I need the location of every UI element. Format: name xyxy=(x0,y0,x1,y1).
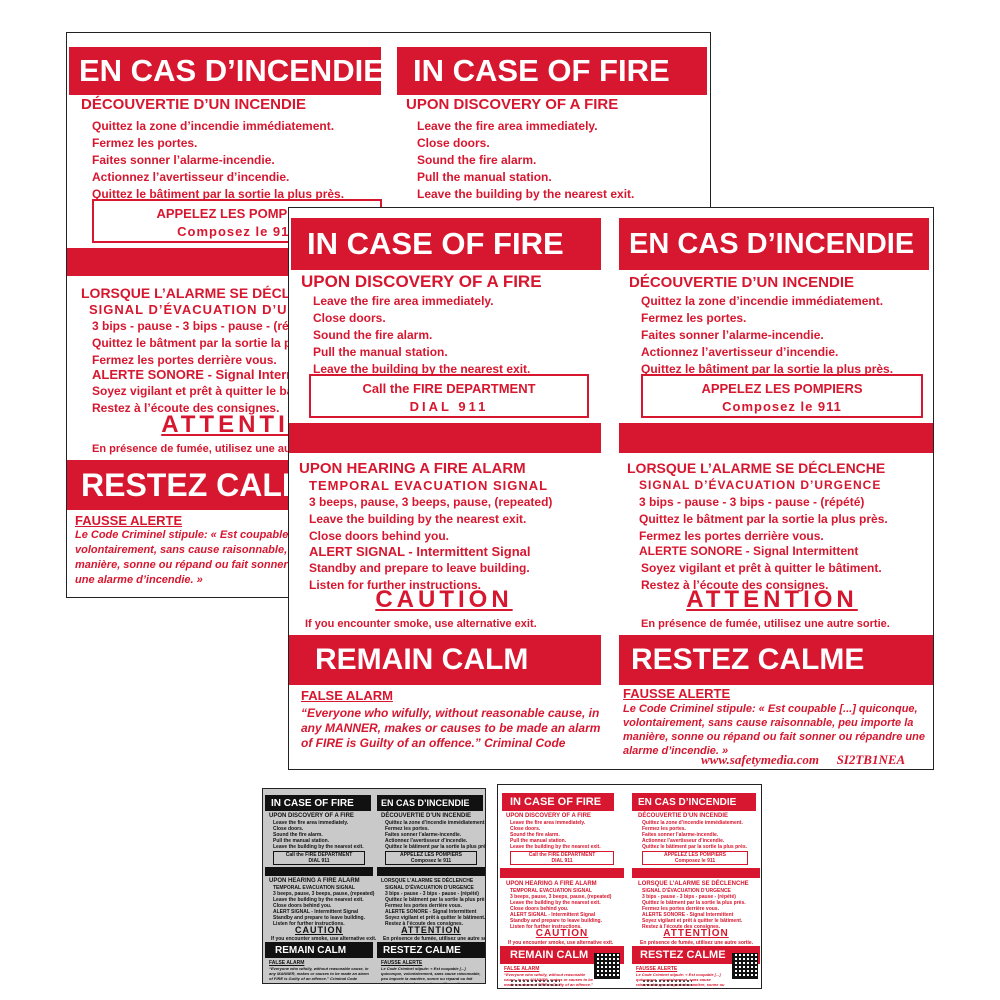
back-sign-fr-column: EN CAS D’INCENDIE DÉCOUVERTIE D’UN INCEN… xyxy=(67,33,397,597)
alarm-heading: LORSQUE L’ALARME SE DÉCLENCHE xyxy=(627,460,886,476)
alarm-heading: UPON HEARING A FIRE ALARM xyxy=(299,460,526,477)
alert-signal: ALERTE SONORE - Signal Intermittent xyxy=(92,367,330,382)
mini-fr-column: EN CAS D’INCENDIE DÉCOUVERTIE D’UN INCEN… xyxy=(632,785,761,988)
braille-icon xyxy=(642,979,692,987)
false-alarm-heading: FAUSSE ALERTE xyxy=(623,686,731,701)
caution-heading: CAUTION xyxy=(375,586,513,613)
mini-en-column: IN CASE OF FIRE UPON DISCOVERY OF A FIRE… xyxy=(500,785,628,988)
discovery-heading: DÉCOUVERTIE D’UN INCENDIE xyxy=(629,274,855,291)
grey-fr-column: EN CAS D’INCENDIE DÉCOUVERTIE D’UN INCEN… xyxy=(377,789,485,983)
back-sign-en-column: IN CASE OF FIRE UPON DISCOVERY OF A FIRE… xyxy=(392,33,710,597)
main-sign-en-column: IN CASE OF FIRE UPON DISCOVERY OF A FIRE… xyxy=(289,208,609,769)
false-alarm-heading: FAUSSE ALERTE xyxy=(75,513,183,528)
caution-heading: ATTENTION xyxy=(686,586,858,613)
discovery-heading: UPON DISCOVERY OF A FIRE xyxy=(301,272,542,291)
title: IN CASE OF FIRE xyxy=(291,218,601,270)
alert-lines: Soyez vigilant et prêt à quitter le bâti… xyxy=(641,561,882,592)
discovery-steps: Quittez la zone d’incendie immédiatement… xyxy=(641,294,894,376)
title: EN CAS D’INCENDIE xyxy=(69,47,384,95)
discovery-steps: Leave the fire area immediately. Close d… xyxy=(313,294,531,376)
evac-signal: SIGNAL D’ÉVACUATION D’URGENCE xyxy=(639,478,882,492)
calm-banner: RESTEZ CALME xyxy=(619,635,933,685)
divider-bar xyxy=(619,423,933,453)
call-box: Call the FIRE DEPARTMENT DIAL 911 xyxy=(309,374,589,418)
discovery-steps: Leave the fire area immediately. Close d… xyxy=(417,119,635,201)
website: www.safetymedia.com xyxy=(701,752,819,767)
white-mini-sign: IN CASE OF FIRE UPON DISCOVERY OF A FIRE… xyxy=(497,784,762,989)
alert-signal: ALERT SIGNAL - Intermittent Signal xyxy=(309,544,531,559)
alarm-heading: LORSQUE L’ALARME SE DÉCLENCHE xyxy=(81,285,340,301)
evac-signal: SIGNAL D’ÉVACUATION D’URGENCE xyxy=(89,302,350,317)
caution-text: If you encounter smoke, use alternative … xyxy=(305,618,537,630)
discovery-steps: Quittez la zone d’incendie immédiatement… xyxy=(92,119,345,201)
main-sign: IN CASE OF FIRE UPON DISCOVERY OF A FIRE… xyxy=(288,207,934,770)
call-box: APPELEZ LES POMPIERS Composez le 911 xyxy=(92,199,382,243)
main-sign-fr-column: EN CAS D’INCENDIE DÉCOUVERTIE D’UN INCEN… xyxy=(617,208,933,769)
qr-code-icon xyxy=(594,953,620,979)
false-alarm-heading: FALSE ALARM xyxy=(301,688,393,703)
product-code: SI2TB1NEA xyxy=(836,752,906,767)
alert-lines: Soyez vigilant et prêt à quitter le bâti… xyxy=(92,384,333,415)
title: EN CAS D’INCENDIE xyxy=(619,218,929,270)
discovery-heading: DÉCOUVERTIE D’UN INCENDIE xyxy=(81,96,307,113)
alert-lines: Standby and prepare to leave building. L… xyxy=(309,561,530,592)
discovery-heading: UPON DISCOVERY OF A FIRE xyxy=(406,96,619,113)
evac-lines: 3 bips - pause - 3 bips - pause - (répét… xyxy=(92,319,341,367)
evac-lines: 3 bips - pause - 3 bips - pause - (répét… xyxy=(639,495,888,543)
caution-text: En présence de fumée, utilisez une autre… xyxy=(92,443,341,455)
evac-signal: TEMPORAL EVACUATION SIGNAL xyxy=(309,478,549,493)
call-box: APPELEZ LES POMPIERS Composez le 911 xyxy=(641,374,923,418)
divider-bar xyxy=(289,423,601,453)
grey-mini-sign: IN CASE OF FIRE UPON DISCOVERY OF A FIRE… xyxy=(262,788,486,984)
braille-icon xyxy=(510,979,560,987)
false-alarm-text: Le Code Criminel stipule: « Est coupable… xyxy=(623,703,925,757)
alert-signal: ALERTE SONORE - Signal Intermittent xyxy=(639,544,859,558)
caution-text: En présence de fumée, utilisez une autre… xyxy=(641,618,890,630)
grey-en-column: IN CASE OF FIRE UPON DISCOVERY OF A FIRE… xyxy=(265,789,376,983)
title: IN CASE OF FIRE xyxy=(397,47,707,95)
false-alarm-text: “Everyone who wifully, without reasonabl… xyxy=(301,706,601,750)
calm-banner: REMAIN CALM xyxy=(289,635,601,685)
evac-lines: 3 beeps, pause, 3 beeps, pause, (repeate… xyxy=(309,495,553,543)
footer: www.safetymedia.com SI2TB1NEA xyxy=(701,752,905,768)
qr-code-icon xyxy=(732,953,758,979)
